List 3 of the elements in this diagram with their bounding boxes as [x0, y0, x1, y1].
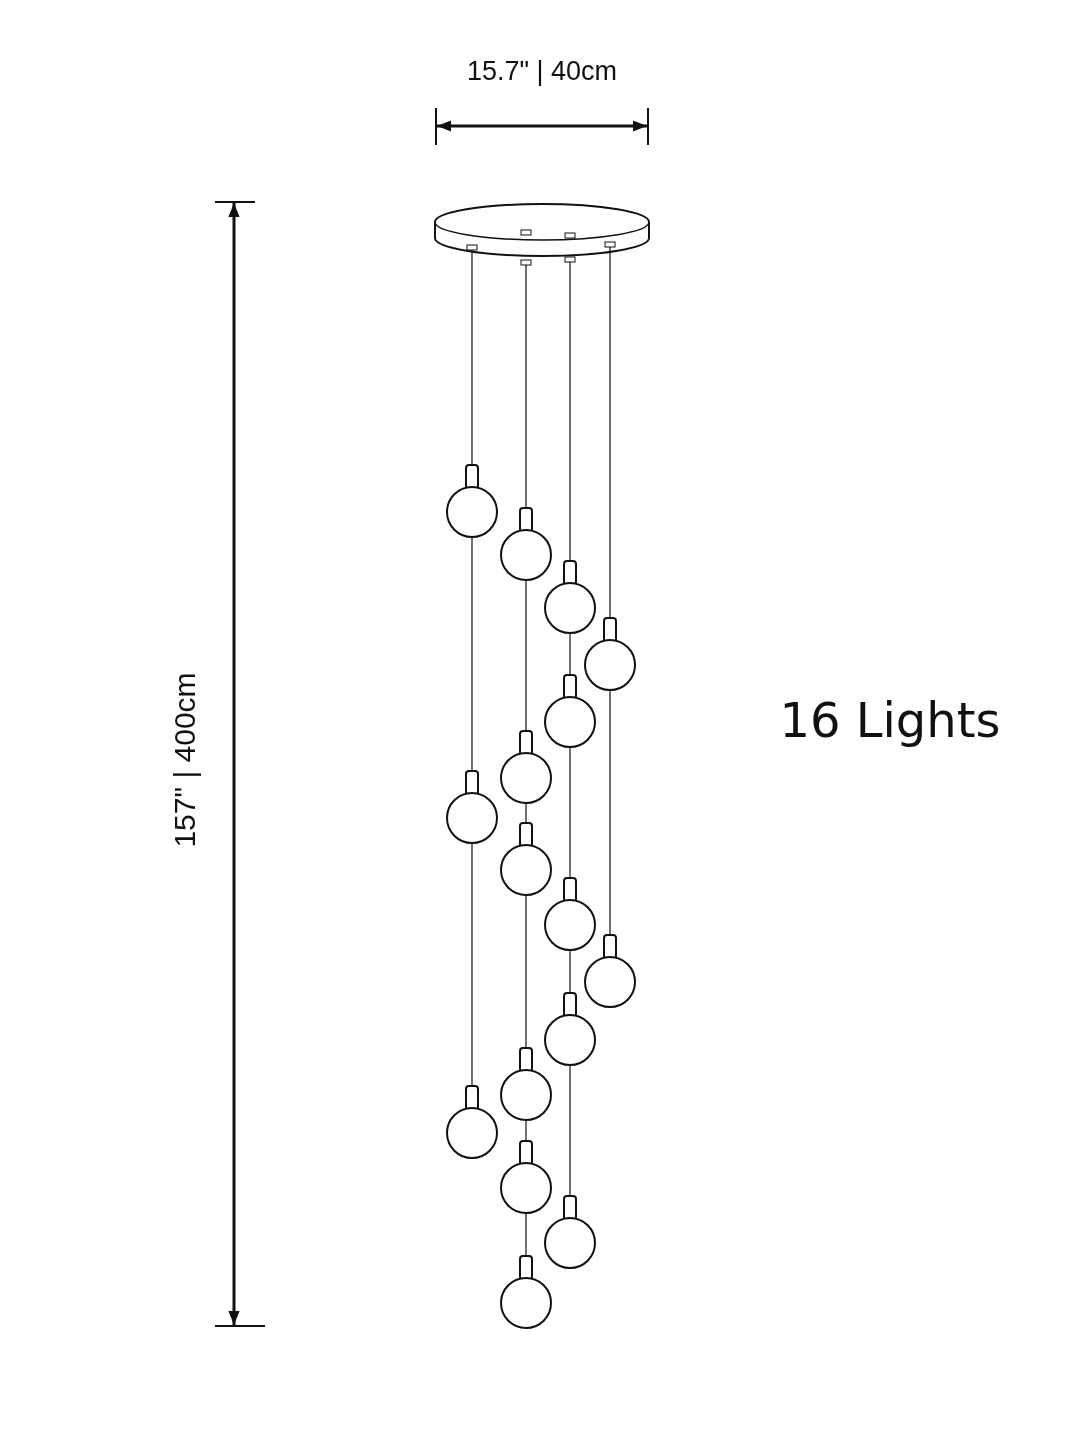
- dimension-text: 157" | 400cm: [168, 672, 202, 848]
- light-count-text: 16 Lights: [779, 692, 1001, 748]
- dimension-text: 15.7" | 40cm: [466, 56, 618, 87]
